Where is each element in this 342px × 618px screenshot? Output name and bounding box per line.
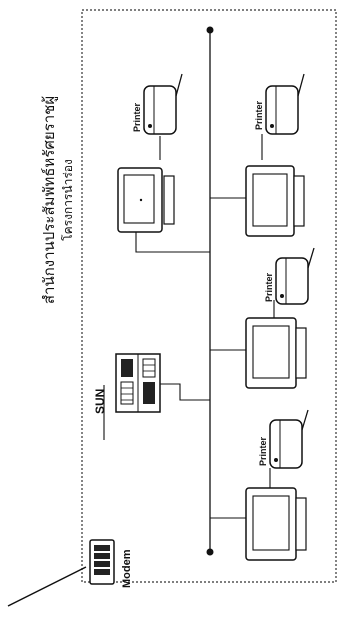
- printer-label: Printer: [132, 102, 142, 132]
- title: สำนักงานประสัมพัทธ์หรัศยราชผู้ โครงการนำ…: [40, 96, 75, 304]
- workstation-bottom: [246, 488, 306, 560]
- backbone-terminator-top: [207, 27, 214, 34]
- printer-label: Printer: [258, 436, 268, 466]
- workstation-middle: [246, 318, 306, 388]
- leader-line: [8, 567, 86, 606]
- workstation-top-right: [246, 166, 304, 236]
- printer-top-right: Printer: [254, 74, 304, 134]
- backbone-terminator-bottom: [207, 549, 214, 556]
- printer-label: Printer: [254, 100, 264, 130]
- modem-label: Modem: [121, 549, 133, 588]
- modem: [90, 540, 114, 584]
- workstation-top-left: [118, 168, 174, 232]
- server-label: SUN: [93, 389, 107, 414]
- printer-bottom: Printer: [258, 410, 308, 468]
- printer-top-left: Printer: [132, 74, 182, 134]
- title-line-1: สำนักงานประสัมพัทธ์หรัศยราชผู้: [40, 96, 58, 304]
- sun-server: [116, 354, 160, 412]
- title-line-2: โครงการนำร่อง: [61, 159, 75, 241]
- printer-middle: Printer: [264, 248, 314, 304]
- printer-label: Printer: [264, 272, 274, 302]
